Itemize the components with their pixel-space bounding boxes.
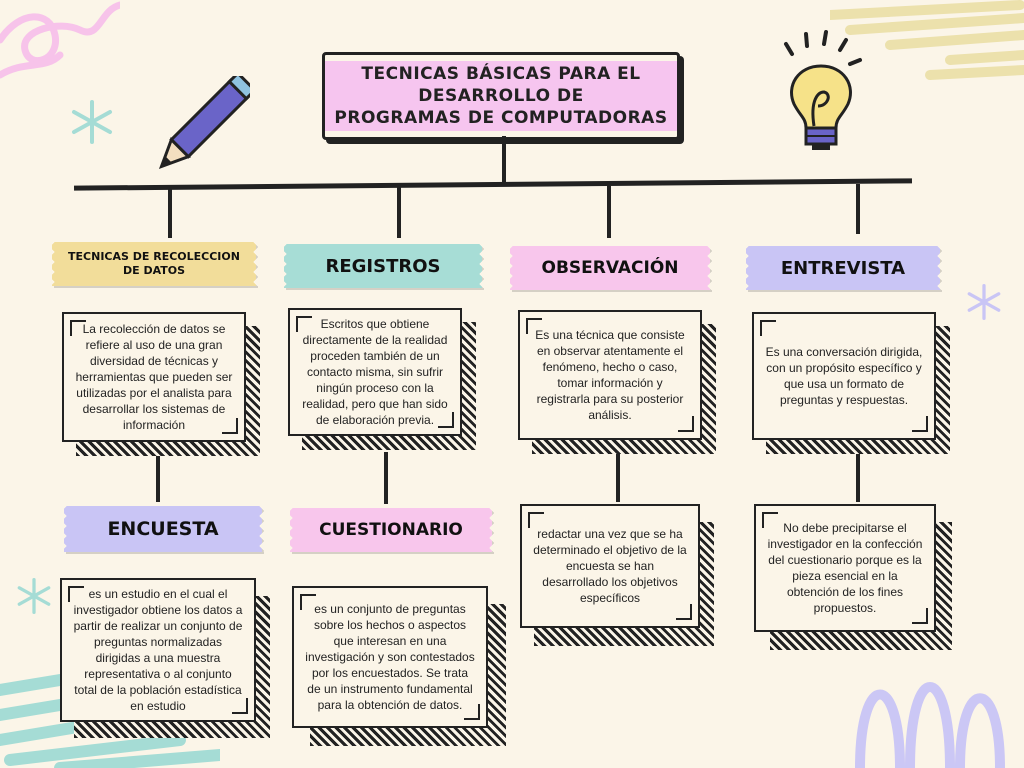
detail-entrevista: No debe precipitarse el investigador en …: [767, 521, 923, 615]
title-line-2: programas de computadoras: [334, 108, 668, 128]
connector-observacion-detail: [616, 454, 620, 502]
description-observacion: Es una técnica que consiste en observar …: [535, 328, 685, 422]
description-entrevista: Es una conversación dirigida, con un pro…: [765, 345, 923, 407]
category-label-recoleccion-text: Tecnicas de recoleccion de datos: [68, 250, 240, 277]
teal-scribble-decoration: [0, 674, 220, 768]
subtopic-label-encuesta-text: Encuesta: [107, 518, 219, 540]
description-registros: Escritos que obtiene directamente de la …: [302, 317, 448, 427]
description-card-encuesta: es un estudio en el cual el investigador…: [60, 578, 256, 722]
description-card-recoleccion: La recolección de datos se refiere al us…: [62, 312, 246, 442]
description-cuestionario: es un conjunto de preguntas sobre los he…: [305, 602, 475, 712]
detail-observacion: redactar una vez que se ha determinado e…: [533, 527, 687, 605]
description-encuesta: es un estudio en el cual el investigador…: [73, 587, 243, 713]
connector-entrevista-detail: [856, 454, 860, 502]
branch-connector-2: [397, 186, 401, 238]
category-label-entrevista-text: Entrevista: [780, 257, 906, 279]
lightbulb-icon: [784, 30, 862, 150]
subtopic-label-encuesta: Encuesta: [62, 506, 262, 552]
teal-sparkle-icon: [17, 578, 51, 614]
description-recoleccion: La recolección de datos se refiere al us…: [75, 322, 233, 432]
pink-swirl-decoration: [0, 1, 120, 79]
detail-card-observacion: redactar una vez que se ha determinado e…: [520, 504, 700, 628]
title-line-1: Tecnicas básicas para el desarrollo de: [361, 64, 641, 106]
description-card-cuestionario: es un conjunto de preguntas sobre los he…: [292, 586, 488, 728]
description-card-entrevista: Es una conversación dirigida, con un pro…: [752, 312, 936, 440]
connector-recoleccion-encuesta: [156, 454, 160, 502]
category-label-observacion: Observación: [508, 246, 710, 290]
description-card-observacion: Es una técnica que consiste en observar …: [518, 310, 702, 440]
pencil-icon: [158, 76, 250, 170]
description-card-registros: Escritos que obtiene directamente de la …: [288, 308, 462, 436]
connector-registros-cuestionario: [384, 452, 388, 504]
category-label-registros: Registros: [282, 244, 482, 288]
subtopic-label-cuestionario: Cuestionario: [288, 508, 492, 552]
yellow-scribble-decoration: [830, 0, 1024, 80]
detail-card-entrevista: No debe precipitarse el investigador en …: [754, 504, 936, 632]
branch-connector-3: [607, 186, 611, 238]
diagram-title-box: Tecnicas básicas para el desarrollo de p…: [322, 52, 680, 140]
category-label-observacion-text: Observación: [541, 258, 679, 278]
branch-connector-1: [168, 186, 172, 238]
category-label-entrevista: Entrevista: [744, 246, 940, 290]
title-connector: [502, 136, 506, 184]
category-label-recoleccion: Tecnicas de recoleccion de datos: [50, 242, 256, 286]
teal-sparkle-icon: [72, 100, 112, 144]
branch-connector-4: [856, 184, 860, 234]
subtopic-label-cuestionario-text: Cuestionario: [319, 520, 463, 540]
lavender-sparkle-icon: [967, 284, 1001, 320]
category-label-registros-text: Registros: [325, 255, 441, 277]
diagram-title: Tecnicas básicas para el desarrollo de p…: [325, 61, 677, 131]
lavender-arches-decoration: [855, 682, 1005, 768]
